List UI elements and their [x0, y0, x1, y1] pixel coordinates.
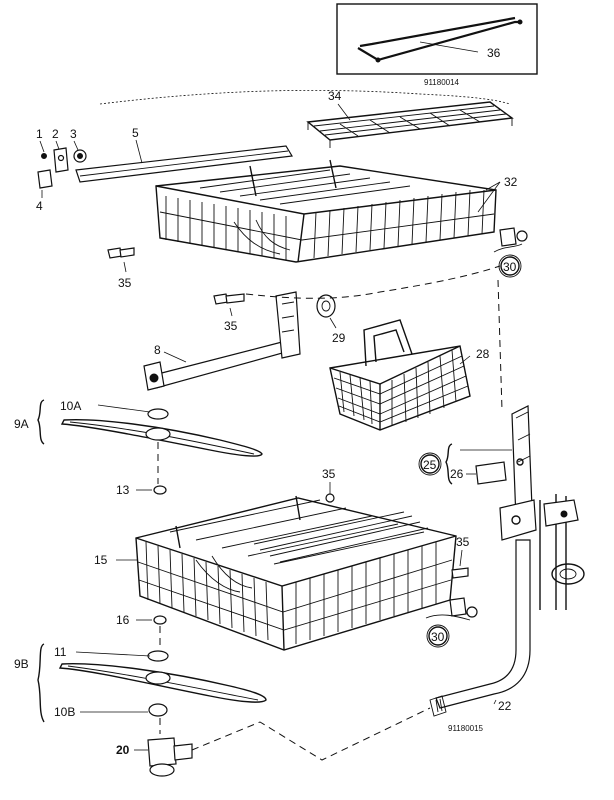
main-drawing-code: 91180015 — [448, 724, 484, 733]
part-15-lower-basket: 15 — [94, 495, 457, 651]
water-channel-assembly: 25 26 — [418, 405, 537, 541]
part-5-track-rail: 5 — [75, 126, 293, 183]
part-13-washer: 13 — [116, 483, 167, 497]
label-35-c: 35 — [322, 467, 336, 481]
label-35-b: 35 — [224, 319, 238, 333]
label-29: 29 — [332, 331, 346, 345]
label-16: 16 — [116, 613, 130, 627]
part-4-clip — [37, 169, 53, 189]
label-36: 36 — [487, 46, 501, 60]
part-35-screw-c: 35 — [322, 467, 336, 503]
part-35-screw-b: 35 — [213, 293, 245, 333]
label-11: 11 — [54, 645, 67, 659]
part-20-spray-hub: 20 — [116, 737, 193, 777]
label-35-a: 35 — [118, 276, 132, 290]
right-side-detail — [539, 494, 585, 610]
label-30-lower: 30 — [431, 630, 445, 644]
label-2: 2 — [52, 127, 59, 141]
label-5: 5 — [132, 126, 139, 140]
part-1-screw — [41, 153, 47, 159]
label-9b: 9B — [14, 657, 29, 671]
label-30-upper: 30 — [503, 260, 517, 274]
upper-basket: 32 — [155, 159, 518, 263]
label-20: 20 — [116, 743, 130, 757]
label-10a: 10A — [60, 399, 81, 413]
part-16-washer: 16 — [116, 613, 167, 648]
label-13: 13 — [116, 483, 130, 497]
label-1: 1 — [36, 127, 43, 141]
label-3: 3 — [70, 127, 77, 141]
part-28-cutlery-basket: 28 — [329, 319, 490, 431]
label-10b: 10B — [54, 705, 75, 719]
parts-1-to-4-hardware: 1 2 3 4 — [36, 127, 87, 213]
part-9b-lower-spray-arm: 11 9B 10B — [14, 643, 267, 734]
inset-drawing-code: 91180014 — [424, 78, 460, 87]
label-4: 4 — [36, 199, 43, 213]
part-30-upper-clip: 30 — [493, 227, 528, 278]
label-35-d: 35 — [456, 535, 470, 549]
label-15: 15 — [94, 553, 108, 567]
label-26: 26 — [450, 467, 464, 481]
label-32: 32 — [504, 175, 518, 189]
label-22: 22 — [498, 699, 512, 713]
part-35-screw-d: 35 — [451, 535, 470, 579]
part-34-cup-shelf: 34 — [306, 89, 514, 148]
label-28: 28 — [476, 347, 490, 361]
label-25: 25 — [423, 458, 437, 472]
part-35-screw-a: 35 — [107, 247, 135, 290]
part-22-supply-pipe: 22 — [429, 539, 531, 717]
label-9a: 9A — [14, 417, 29, 431]
part-8-feed-tube: 8 — [143, 291, 301, 391]
label-8: 8 — [154, 343, 161, 357]
inset-detail-box: 36 91180014 — [336, 3, 538, 87]
part-29-roller: 29 — [316, 294, 346, 345]
part-9a-upper-spray-arm: 10A 9A — [14, 399, 263, 484]
part-30-lower-clip: 30 — [425, 597, 478, 648]
label-34: 34 — [328, 89, 342, 103]
